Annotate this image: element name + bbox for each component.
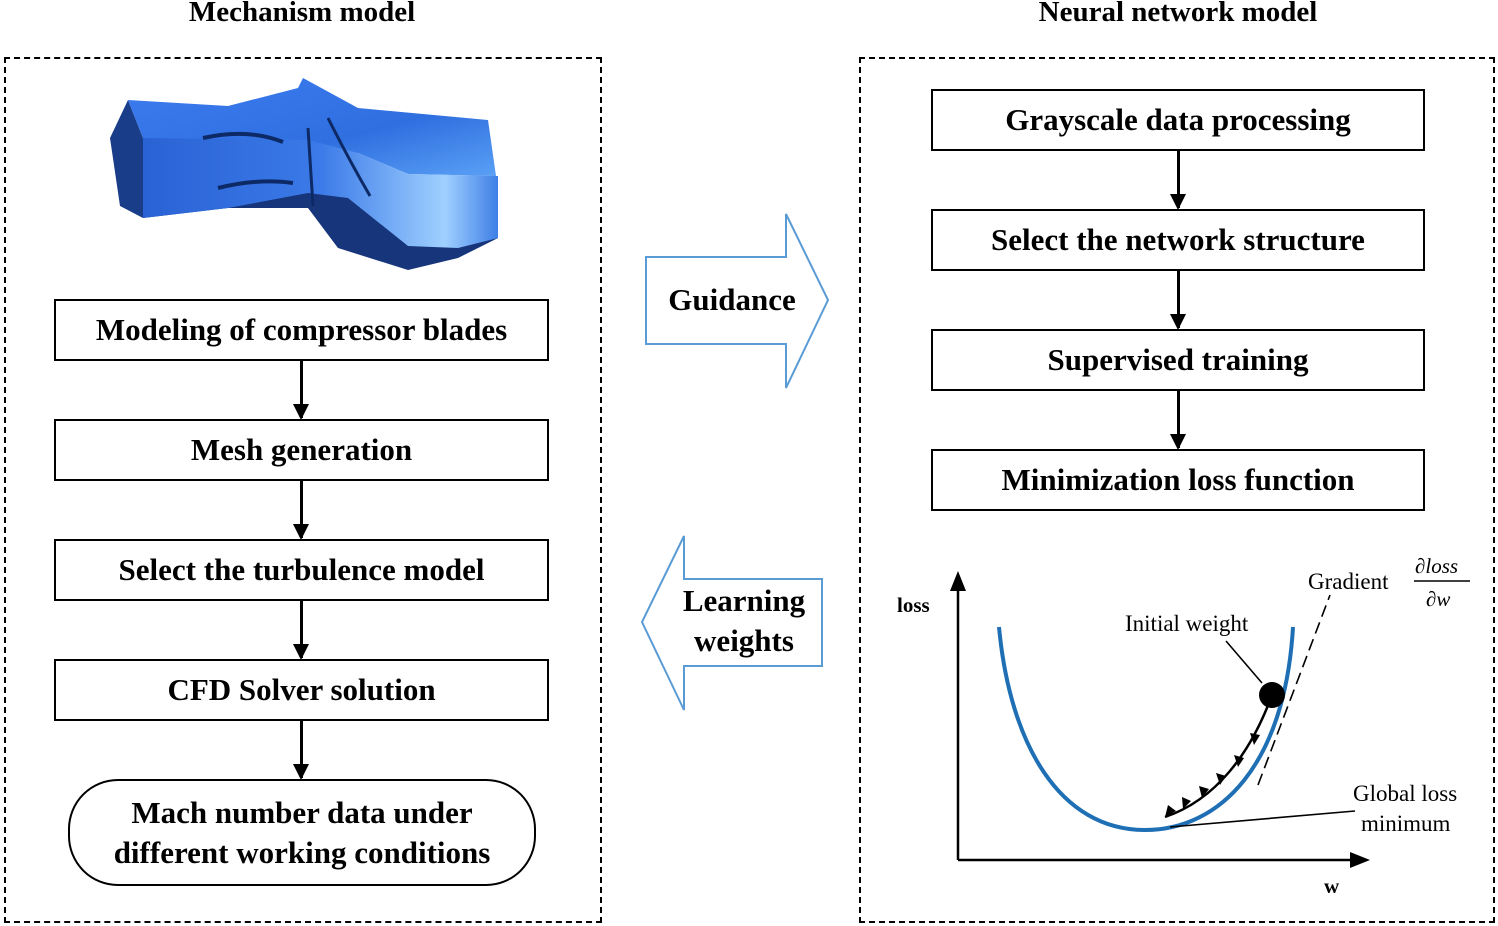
guidance-arrow-shape [645,213,830,389]
neural-network-model-panel [859,57,1495,923]
descent-arrowhead [1216,773,1226,785]
result-line-2: different working conditions [113,834,491,870]
flow-arrow [300,601,303,658]
gradient-numerator: ∂loss [1415,555,1458,578]
step-select-turbulence-model: Select the turbulence model [54,539,549,601]
mechanism-model-panel [4,57,602,923]
step-modeling-compressor-blades: Modeling of compressor blades [54,299,549,361]
global-min-label-line-1: Global loss [1353,781,1457,806]
learning-weights-arrow-shape [640,535,823,711]
step-select-network-structure: Select the network structure [931,209,1425,271]
global-min-leader [1169,810,1356,828]
mesh-top-surface [128,78,496,176]
descent-arrowhead [1199,786,1209,798]
step-supervised-training: Supervised training [931,329,1425,391]
right-panel-title: Neural network model [1038,0,1318,28]
learning-weights-label: Learning weights [664,581,824,661]
result-line-1: Mach number data under [131,794,473,830]
loss-curve [997,626,1295,833]
flow-arrow [300,721,303,778]
flow-arrow [300,361,303,418]
x-axis-arrowhead [1350,852,1370,868]
step-grayscale-data-processing: Grayscale data processing [931,89,1425,151]
blade-slit [326,117,372,197]
learning-label-line-2: weights [694,623,794,658]
result-mach-number-data: Mach number data under different working… [68,779,536,886]
y-axis-arrowhead [950,571,966,591]
global-min-label-line-2: minimum [1361,811,1451,836]
y-axis-label: loss [897,593,930,617]
initial-weight-leader [1225,640,1263,684]
x-axis-label: w [1324,874,1340,898]
gradient-denominator: ∂w [1426,587,1450,611]
blade-slit [306,127,315,207]
learning-label-line-1: Learning [682,583,806,618]
compressor-blade-model-image [110,78,498,270]
descent-path [1164,694,1274,819]
descent-arrowhead [1165,805,1176,817]
initial-weight-label: Initial weight [1125,611,1249,636]
flow-arrow [300,481,303,538]
guidance-arrow [645,213,830,389]
flow-arrow [1177,391,1180,448]
left-panel-title: Mechanism model [188,0,416,28]
descent-arrowhead [1234,755,1244,767]
blade-slit [217,179,294,190]
guidance-label: Guidance [668,282,796,317]
loss-function-plot: loss w Initial weight Gradient ∂loss ∂w … [897,555,1470,898]
descent-arrowhead [1182,797,1191,809]
mesh-dark-left-face [110,100,143,218]
mesh-side-face [143,138,498,248]
flow-arrow [1177,151,1180,208]
learning-weights-arrow [640,535,823,711]
initial-weight-point [1259,682,1285,708]
blade-slit [202,131,284,144]
gradient-label: Gradient [1308,569,1389,594]
step-minimization-loss-function: Minimization loss function [931,449,1425,511]
flow-arrow [1177,271,1180,328]
step-mesh-generation: Mesh generation [54,419,549,481]
gradient-tangent-line [1257,594,1331,786]
descent-arrowhead [1250,733,1260,745]
step-cfd-solver-solution: CFD Solver solution [54,659,549,721]
